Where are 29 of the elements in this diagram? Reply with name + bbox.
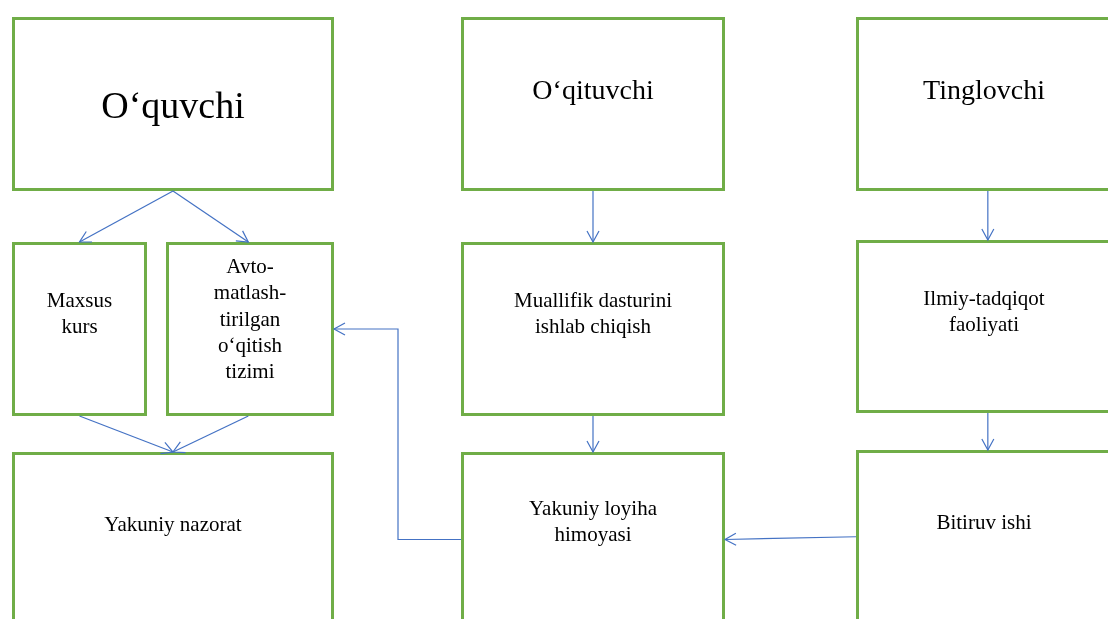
process-box (166, 242, 334, 416)
arrow (333, 322, 462, 541)
process-box (12, 17, 334, 191)
arrow (172, 415, 249, 454)
box-label: Bitiruv ishi (935, 509, 1033, 536)
process-box (856, 450, 1108, 619)
box-label: Yakuniy loyiha himoyasi (528, 495, 658, 548)
process-box (461, 452, 725, 619)
box-label: Tinglovchi (922, 73, 1046, 107)
arrow (981, 412, 995, 451)
arrow (586, 415, 600, 453)
process-box (461, 242, 725, 416)
box-label: O‘qituvchi (531, 73, 655, 107)
arrow (981, 190, 995, 241)
box-label: Ilmiy-tadqiqot faoliyati (922, 285, 1046, 338)
process-box (12, 452, 334, 619)
process-box (12, 242, 147, 416)
box-label: Maxsus kurs (45, 287, 114, 340)
arrow (724, 532, 857, 546)
process-box (461, 17, 725, 191)
arrow (586, 190, 600, 243)
process-box (856, 240, 1108, 413)
arrow (78, 190, 174, 243)
box-label: Avto- matlash- tirilgan o‘qitish tizimi (212, 253, 288, 385)
box-label: O‘quvchi (100, 83, 246, 128)
box-label: Muallifik dasturini ishlab chiqish (512, 287, 674, 340)
arrow (172, 190, 249, 243)
box-label: Yakuniy nazorat (103, 511, 243, 538)
process-box (856, 17, 1108, 191)
